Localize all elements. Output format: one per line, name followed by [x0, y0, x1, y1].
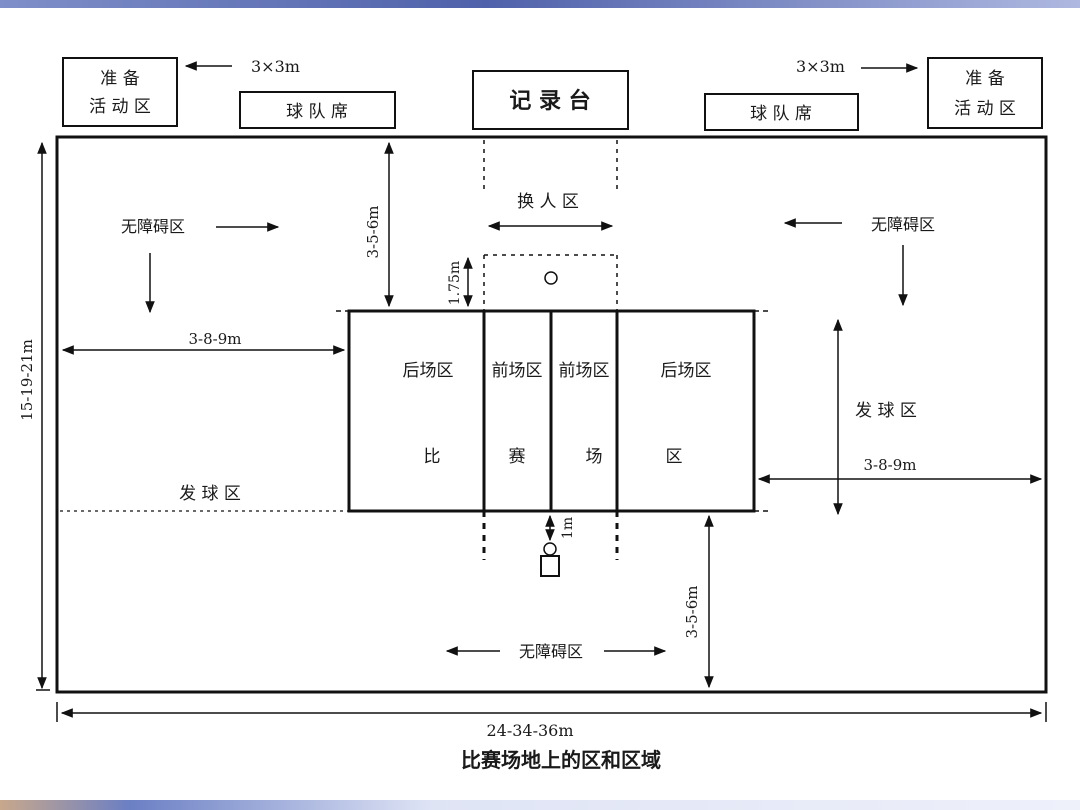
team-bench-right: 球 队 席 — [704, 93, 859, 131]
free-zone-top-right-label: 无障碍区 — [871, 215, 935, 234]
total-length-dimension: 15-19-21m — [18, 141, 50, 691]
referee-stand-icon — [540, 555, 560, 577]
side-clearance-left-label: 3-8-9m — [189, 330, 242, 348]
court-char-2: 赛 — [509, 446, 526, 467]
top-clearance-dimension: 3-5-6m — [364, 141, 394, 308]
warmup-area-left-line1: 准 备 — [100, 69, 139, 89]
team-bench-left-label: 球 队 席 — [286, 102, 348, 122]
service-zone-left-label: 发 球 区 — [179, 484, 241, 504]
warmup-area-right-line2: 活 动 区 — [954, 99, 1016, 119]
free-zone-top-left: 无障碍区 — [121, 217, 280, 314]
free-zone-bottom-label: 无障碍区 — [519, 642, 583, 661]
substitution-depth-label: 1.75m — [447, 261, 463, 305]
court-char-4: 区 — [666, 447, 683, 467]
side-clearance-right-dimension: 3-8-9m — [757, 456, 1043, 484]
total-length-label: 15-19-21m — [18, 339, 36, 421]
service-zone-left: 发 球 区 — [60, 484, 349, 512]
total-width-label: 24-34-36m — [486, 721, 573, 740]
bottom-clearance-label: 3-5-6m — [683, 586, 701, 639]
warmup-area-left-line2: 活 动 区 — [89, 97, 151, 117]
side-clearance-left-dimension: 3-8-9m — [61, 330, 346, 355]
bottom-clearance-dimension: 3-5-6m — [683, 514, 714, 689]
service-zone-right: 发 球 区 — [833, 318, 917, 516]
referee-head-icon — [543, 542, 557, 556]
scorer-table: 记 录 台 — [472, 70, 629, 130]
warmup-left-dimension: 3×3m — [184, 57, 300, 76]
scorer-table-label: 记 录 台 — [509, 88, 590, 114]
court-char-1: 比 — [424, 447, 441, 467]
substitution-zone: 换 人 区 1.75m — [447, 140, 618, 311]
referee-distance-label: 1m — [560, 517, 576, 539]
back-zone-left-label: 后场区 — [403, 361, 454, 381]
slide-bottom-band — [0, 800, 1080, 810]
diagram-caption: 比赛场地上的区和区域 — [461, 748, 661, 772]
front-zone-left-label: 前场区 — [492, 361, 543, 381]
team-bench-left: 球 队 席 — [239, 91, 396, 129]
warmup-area-right-line1: 准 备 — [965, 69, 1004, 89]
warmup-right-size: 3×3m — [796, 57, 845, 76]
free-zone-top-left-label: 无障碍区 — [121, 217, 185, 236]
free-zone-bottom: 无障碍区 — [445, 642, 667, 661]
second-referee: 1m — [540, 514, 576, 577]
total-width-dimension: 24-34-36m — [56, 702, 1047, 740]
service-zone-right-label: 发 球 区 — [855, 401, 917, 421]
warmup-left-size: 3×3m — [251, 57, 300, 76]
top-clearance-label: 3-5-6m — [364, 206, 382, 259]
free-zone-boundary — [55, 135, 1048, 694]
side-clearance-right-label: 3-8-9m — [864, 456, 917, 474]
slide-top-band — [0, 0, 1080, 8]
playing-court — [336, 309, 770, 513]
warmup-area-left: 准 备 活 动 区 — [62, 57, 178, 127]
front-zone-right-label: 前场区 — [559, 361, 610, 381]
warmup-right-dimension: 3×3m — [796, 57, 919, 76]
warmup-area-right: 准 备 活 动 区 — [927, 57, 1043, 129]
free-zone-top-right: 无障碍区 — [783, 215, 935, 307]
back-zone-right-label: 后场区 — [661, 361, 712, 381]
referee-circle-top — [544, 271, 558, 285]
court-char-3: 场 — [586, 447, 603, 467]
substitution-zone-label: 换 人 区 — [517, 192, 579, 212]
team-bench-right-label: 球 队 席 — [750, 104, 812, 124]
